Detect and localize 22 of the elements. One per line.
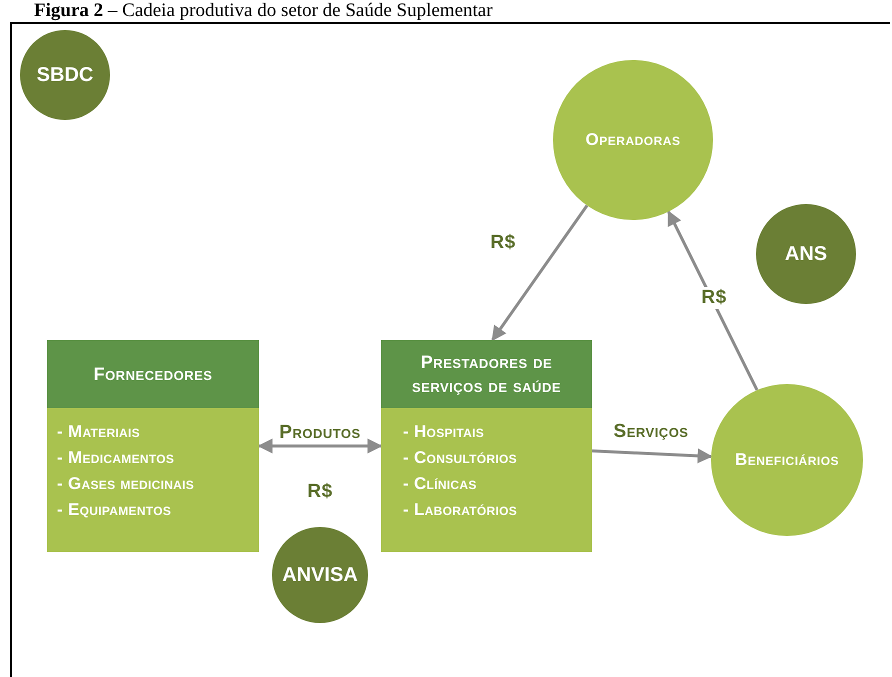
list-item: - Laboratórios [403,500,518,520]
list-box [381,340,592,552]
arrow [667,210,758,391]
arrow [491,204,588,342]
list-item: - Equipamentos [57,500,172,520]
list-item: - Consultórios [403,448,518,468]
circle-label: SBDC [36,64,94,86]
list-item: - Hospitais [403,422,486,442]
circle-label: ANVISA [282,564,358,586]
list-item: - Medicamentos [57,448,176,468]
box-heading: Fornecedores [92,362,214,386]
list-item: - Gases medicinais [57,474,196,494]
arrow [258,438,382,454]
circle-label: ANS [784,242,828,266]
list-item: - Materiais [57,422,141,442]
figure-title: Figura 2 – Cadeia produtiva do setor de Saúde Suplementar [34,0,493,22]
list-box [47,340,259,552]
circle-label: Operadoras [586,130,680,150]
circle-label: Beneficiários [734,450,840,470]
list-item: - Clínicas [403,474,478,494]
box-heading: Prestadores de serviços de saúde [410,350,562,398]
arrow [592,448,713,464]
